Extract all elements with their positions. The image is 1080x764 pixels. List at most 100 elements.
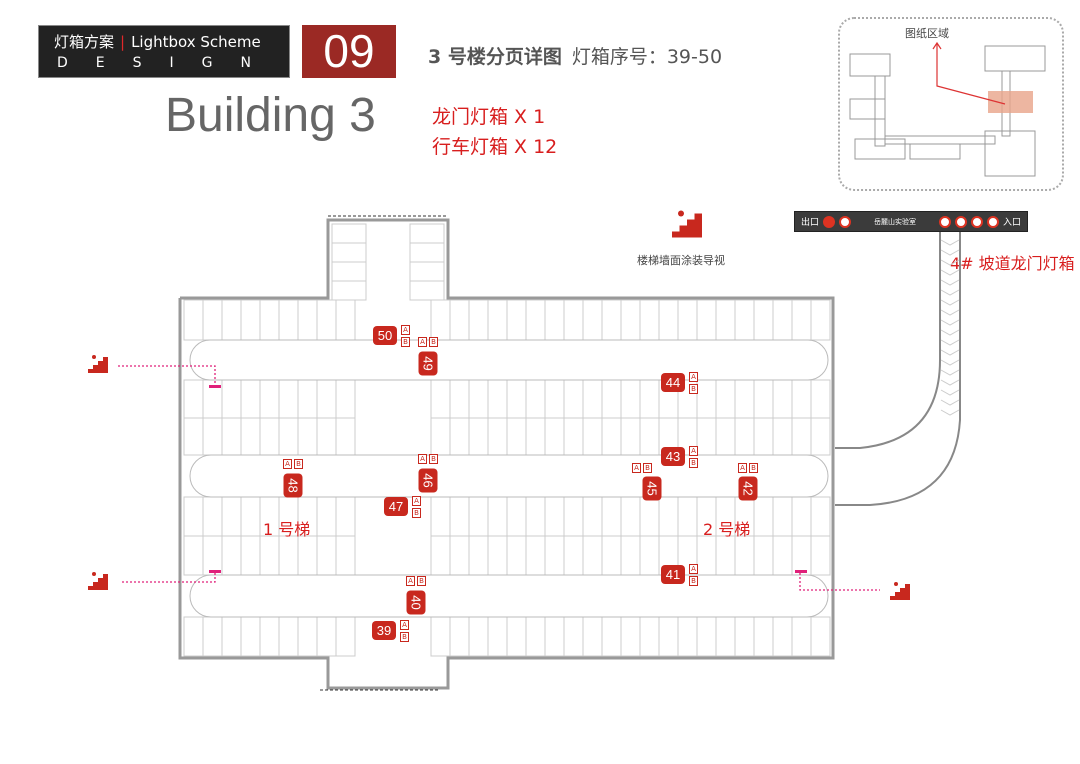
parking-stall <box>810 379 831 419</box>
ab-side: B <box>689 458 698 468</box>
parking-stall <box>658 496 679 537</box>
ab-side: B <box>689 576 698 586</box>
parking-stall <box>297 299 318 341</box>
parking-stall <box>525 616 546 657</box>
parking-stall <box>506 379 527 419</box>
parking-stall <box>468 379 489 419</box>
ramp-chevron <box>940 349 960 356</box>
lightbox-50: 50 <box>373 326 397 345</box>
drive-aisle <box>189 339 829 381</box>
parking-stall <box>544 616 565 657</box>
parking-stall <box>791 417 812 456</box>
parking-stall <box>601 616 622 657</box>
parking-stall <box>183 535 204 576</box>
parking-stall <box>696 379 717 419</box>
lightbox-41: 41 <box>661 565 685 584</box>
stair-exit-icon <box>88 572 108 590</box>
parking-stall <box>240 535 261 576</box>
ramp-chevron <box>940 289 960 296</box>
page-subtitle: 3 号楼分页详图灯箱序号：39-50 <box>428 42 722 69</box>
parking-stall <box>449 417 470 456</box>
parking-stall <box>753 496 774 537</box>
parking-stall <box>810 299 831 341</box>
parking-stall <box>335 616 356 657</box>
ab-side: B <box>417 576 426 586</box>
parking-stall <box>658 299 679 341</box>
parking-stall <box>430 299 451 341</box>
ab-side: B <box>412 508 421 518</box>
parking-stall <box>409 280 445 301</box>
ab-side: A <box>689 446 698 456</box>
ramp-gate-sign: 出口 岳麓山实验室 入口 <box>794 211 1028 232</box>
parking-stall <box>620 299 641 341</box>
parking-stall <box>202 496 223 537</box>
parking-stall <box>791 535 812 576</box>
ramp-chevron <box>940 399 960 406</box>
parking-stall <box>753 299 774 341</box>
parking-stall <box>430 417 451 456</box>
parking-stall <box>278 417 299 456</box>
parking-stall <box>582 535 603 576</box>
parking-stall <box>335 417 356 456</box>
stair-route <box>118 365 216 385</box>
exit-text: 出口 <box>801 218 820 228</box>
parking-stall <box>544 417 565 456</box>
no-horn-icon <box>970 215 983 228</box>
no-parking-icon <box>986 215 999 228</box>
subtitle-range: 灯箱序号：39-50 <box>571 46 723 68</box>
parking-stall <box>316 535 337 576</box>
parking-stall <box>734 535 755 576</box>
parking-stall <box>791 299 812 341</box>
ramp-chevron <box>940 389 960 396</box>
parking-stall <box>772 299 793 341</box>
parking-stall <box>297 616 318 657</box>
ab-side: A <box>689 564 698 574</box>
parking-stall <box>696 417 717 456</box>
parking-stall <box>810 496 831 537</box>
parking-stall <box>240 417 261 456</box>
parking-stall <box>715 299 736 341</box>
ab-side: B <box>429 337 438 347</box>
lightbox-40: 40 <box>406 590 426 615</box>
page-title: Building 3 <box>165 89 376 142</box>
elevator-2-label: 2 号梯 <box>703 520 751 539</box>
lightbox-45: 45 <box>642 476 662 501</box>
lightbox-42: 42 <box>738 476 758 501</box>
parking-stall <box>409 223 445 244</box>
subtitle-bold: 3 号楼分页详图 <box>428 46 562 68</box>
parking-stall <box>772 616 793 657</box>
no-pedestrian-icon <box>839 215 852 228</box>
parking-stall <box>715 379 736 419</box>
parking-stall <box>639 417 660 456</box>
parking-stall <box>487 417 508 456</box>
parking-stall <box>639 299 660 341</box>
parking-stall <box>335 496 356 537</box>
parking-stall <box>331 242 367 263</box>
parking-stall <box>409 242 445 263</box>
parking-stall <box>449 616 470 657</box>
parking-stall <box>639 535 660 576</box>
parking-stall <box>620 379 641 419</box>
parking-stall <box>430 496 451 537</box>
parking-stall <box>810 535 831 576</box>
parking-stall <box>240 379 261 419</box>
parking-stall <box>183 616 204 657</box>
parking-stall <box>449 299 470 341</box>
ab-side: B <box>401 337 410 347</box>
parking-stall <box>620 417 641 456</box>
parking-stall <box>753 379 774 419</box>
parking-stall <box>183 417 204 456</box>
ramp-chevron <box>940 299 960 306</box>
scheme-cn: 灯箱方案 <box>54 33 115 51</box>
speed-limit-icon <box>954 215 967 228</box>
parking-stall <box>639 496 660 537</box>
parking-stall <box>335 535 356 576</box>
ab-side: A <box>400 620 409 630</box>
parking-stall <box>297 379 318 419</box>
parking-stall <box>620 535 641 576</box>
parking-stall <box>620 496 641 537</box>
ramp-chevron <box>940 329 960 336</box>
stair-route <box>122 573 216 583</box>
